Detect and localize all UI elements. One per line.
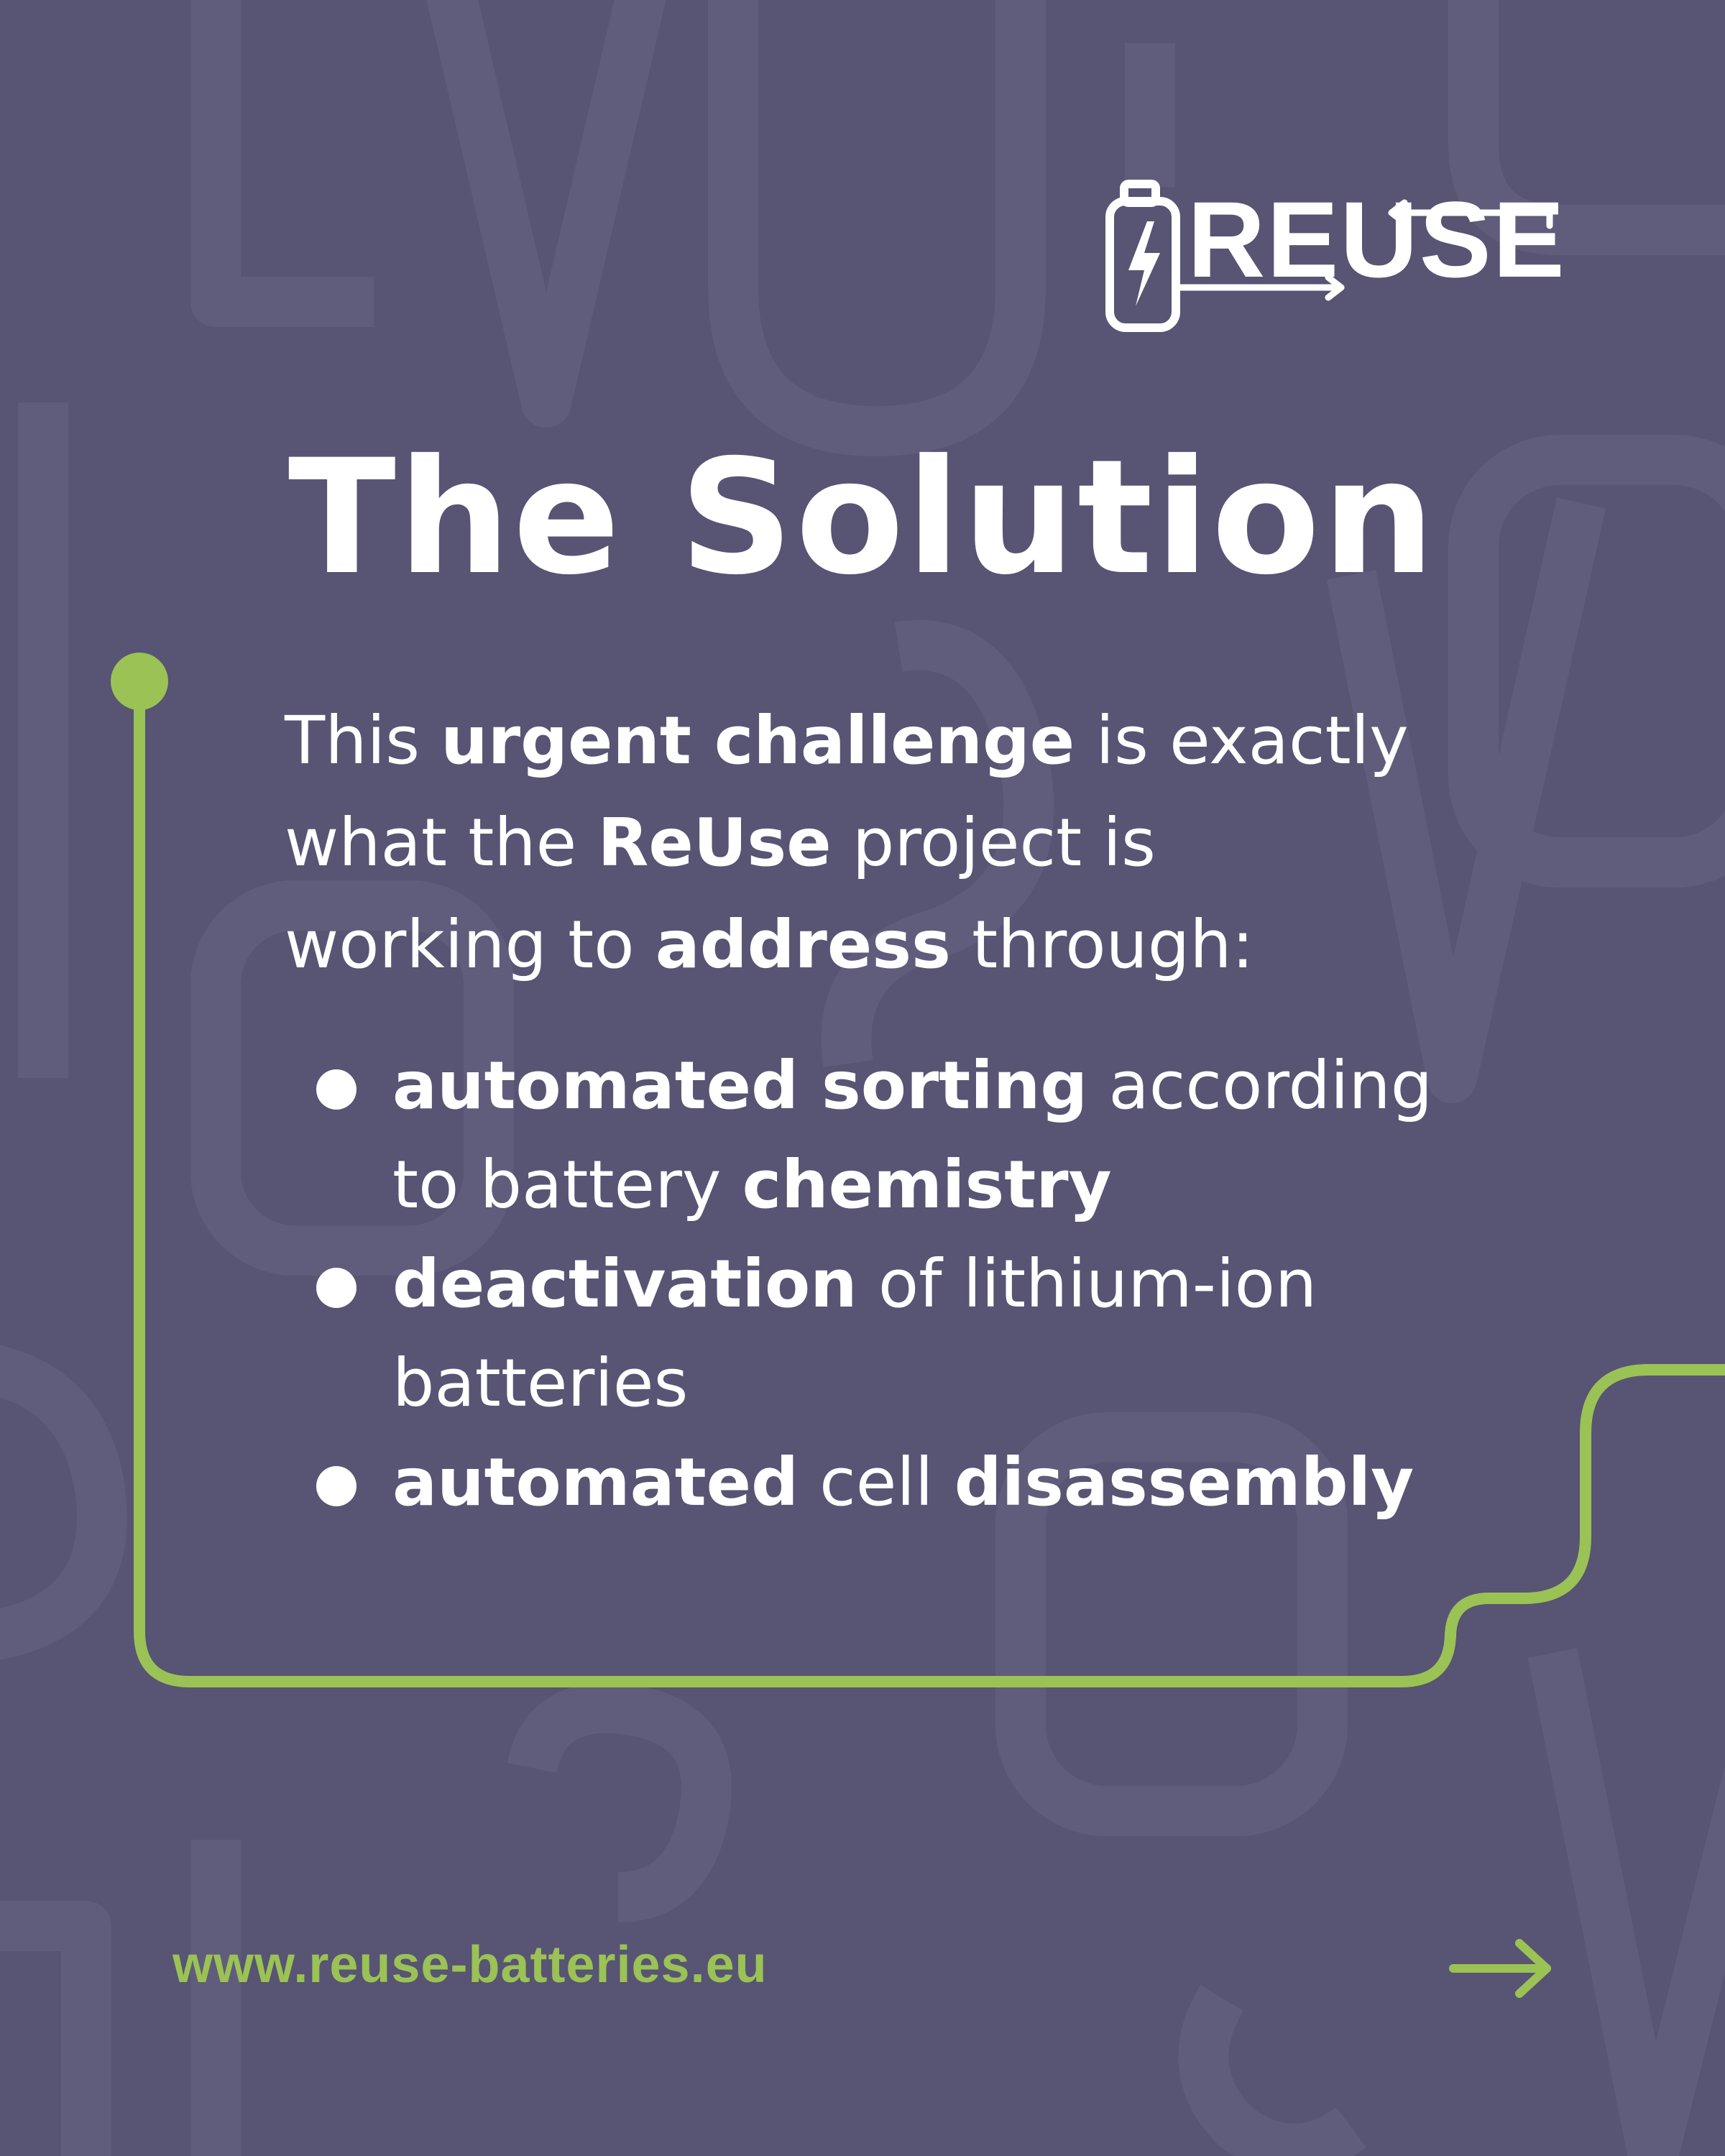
list-item-text: according: [1087, 1047, 1433, 1124]
list-item-emphasis: chemistry: [742, 1146, 1112, 1223]
reuse-logo: REUSE: [1104, 180, 1565, 338]
list-item-emphasis: automated sorting: [392, 1047, 1088, 1124]
list-item-text: batteries: [392, 1345, 689, 1422]
page-title: The Solution: [288, 425, 1438, 609]
bullet-dot-icon: [316, 1069, 356, 1110]
list-item-emphasis: disassembly: [954, 1444, 1414, 1521]
intro-text: is exactly: [1075, 702, 1409, 779]
list-item-emphasis: automated: [392, 1444, 799, 1521]
list-item-emphasis: deactivation: [392, 1245, 857, 1322]
intro-emphasis: address: [655, 906, 951, 983]
list-item-text: of lithium-ion: [857, 1245, 1317, 1322]
solution-list: automated sorting according to battery c…: [316, 1036, 1466, 1532]
battery-logo-icon: [1105, 180, 1553, 332]
list-item-text: to battery: [392, 1146, 742, 1223]
list-item: deactivation of lithium-ion batteries: [316, 1235, 1466, 1433]
intro-text: This: [285, 702, 441, 779]
arrow-right-icon[interactable]: [1448, 1936, 1555, 2001]
bullet-dot-icon: [316, 1466, 356, 1506]
logo-wordmark: REUSE: [1187, 179, 1566, 300]
list-item: automated cell disassembly: [316, 1433, 1466, 1532]
intro-text: working to: [285, 906, 656, 983]
list-item: automated sorting according to battery c…: [316, 1036, 1466, 1235]
intro-text: what the: [285, 804, 598, 881]
intro-emphasis: urgent challenge: [441, 702, 1075, 779]
bullet-dot-icon: [316, 1268, 356, 1308]
website-link[interactable]: www.reuse-batteries.eu: [172, 1936, 768, 1994]
intro-text: through:: [950, 906, 1254, 983]
list-item-text: cell: [798, 1444, 954, 1521]
intro-paragraph: This urgent challenge is exactly what th…: [285, 690, 1506, 996]
intro-emphasis: ReUse: [597, 804, 832, 881]
intro-text: project is: [831, 804, 1156, 881]
